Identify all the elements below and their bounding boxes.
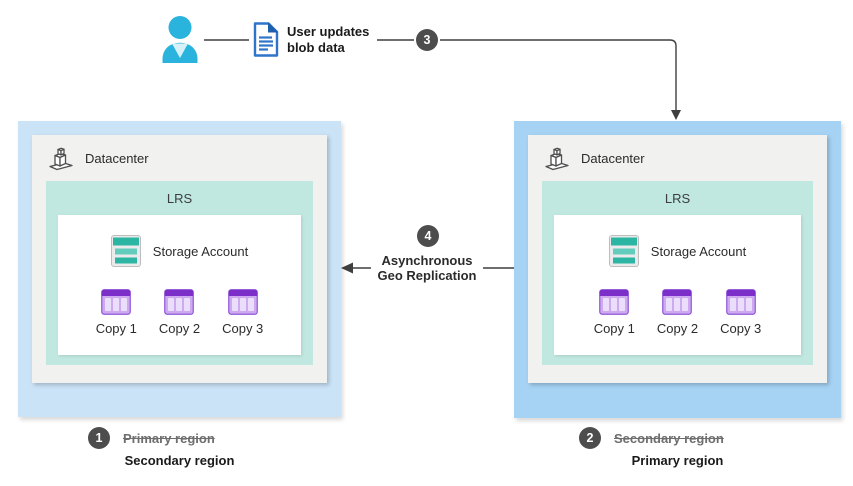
arrowhead-left-icon: [341, 262, 353, 274]
storage-account-row: Storage Account: [554, 215, 801, 267]
copies-row: Copy 1 Copy 2: [58, 289, 301, 336]
user-action-label: User updates blob data: [287, 24, 370, 55]
primary-region-caption: 2 Secondary region: [579, 427, 724, 449]
storage-account-label: Storage Account: [152, 243, 249, 259]
former-role-label: Primary region: [123, 430, 215, 446]
datacenter-header: Datacenter: [528, 135, 827, 181]
copies-row: Copy 1 Copy 2: [554, 289, 801, 336]
geo-replication-label: Asynchronous Geo Replication: [357, 253, 497, 283]
copy-item: Copy 3: [222, 289, 263, 336]
secondary-region-caption: 1 Primary region: [88, 427, 215, 449]
geo-replication-label-line2: Geo Replication: [377, 268, 477, 283]
storage-account-label: Storage Account: [650, 243, 747, 259]
copy-label: Copy 2: [158, 321, 201, 336]
step-1-badge: 1: [88, 427, 110, 449]
datacenter-icon: [49, 147, 73, 170]
copy-label: Copy 3: [720, 321, 762, 336]
geo-replication-label-line1: Asynchronous: [381, 253, 473, 268]
copy-table-icon: [164, 289, 195, 315]
copy-table-icon: [725, 289, 756, 315]
copy-label: Copy 2: [656, 321, 699, 336]
copy-label: Copy 1: [593, 321, 635, 336]
current-role-label: Primary region: [631, 453, 724, 468]
datacenter-header: Datacenter: [32, 135, 327, 181]
copy-table-icon: [662, 289, 693, 315]
copy-table-icon: [227, 289, 258, 315]
copy-label: Copy 1: [95, 321, 137, 336]
storage-account-icon: [608, 235, 639, 267]
copy-item: Copy 1: [96, 289, 137, 336]
datacenter-panel: Datacenter LRS Storage Account: [528, 135, 827, 383]
datacenter-icon: [545, 147, 569, 170]
lrs-label: LRS: [166, 191, 193, 206]
storage-account-row: Storage Account: [58, 215, 301, 267]
datacenter-label: Datacenter: [85, 150, 149, 166]
primary-region-box: Datacenter LRS Storage Account: [514, 121, 841, 418]
blob-document-icon: [253, 22, 279, 57]
lrs-panel: LRS Storage Account: [542, 181, 813, 365]
storage-panel: Storage Account Copy 1: [554, 215, 801, 355]
storage-panel: Storage Account Copy 1: [58, 215, 301, 355]
connector-step3-to-primary-region: [440, 39, 677, 111]
step-3-badge: 3: [416, 29, 438, 51]
copy-label: Copy 3: [222, 321, 264, 336]
copy-table-icon: [599, 289, 630, 315]
copy-table-icon: [101, 289, 132, 315]
storage-account-icon: [110, 235, 141, 267]
copy-item: Copy 2: [159, 289, 200, 336]
former-role-label: Secondary region: [614, 430, 724, 446]
arrowhead-down-icon: [671, 110, 681, 120]
secondary-region-box: Datacenter LRS Storage Account: [18, 121, 341, 417]
lrs-label: LRS: [664, 191, 691, 206]
step-4-badge: 4: [417, 225, 439, 247]
datacenter-panel: Datacenter LRS Storage Account: [32, 135, 327, 383]
person-icon: [162, 16, 198, 63]
datacenter-label: Datacenter: [581, 150, 645, 166]
lrs-panel: LRS Storage Account: [46, 181, 313, 365]
step-2-badge: 2: [579, 427, 601, 449]
copy-item: Copy 1: [594, 289, 635, 336]
copy-item: Copy 3: [720, 289, 761, 336]
current-role-label: Secondary region: [124, 453, 235, 468]
copy-item: Copy 2: [657, 289, 698, 336]
